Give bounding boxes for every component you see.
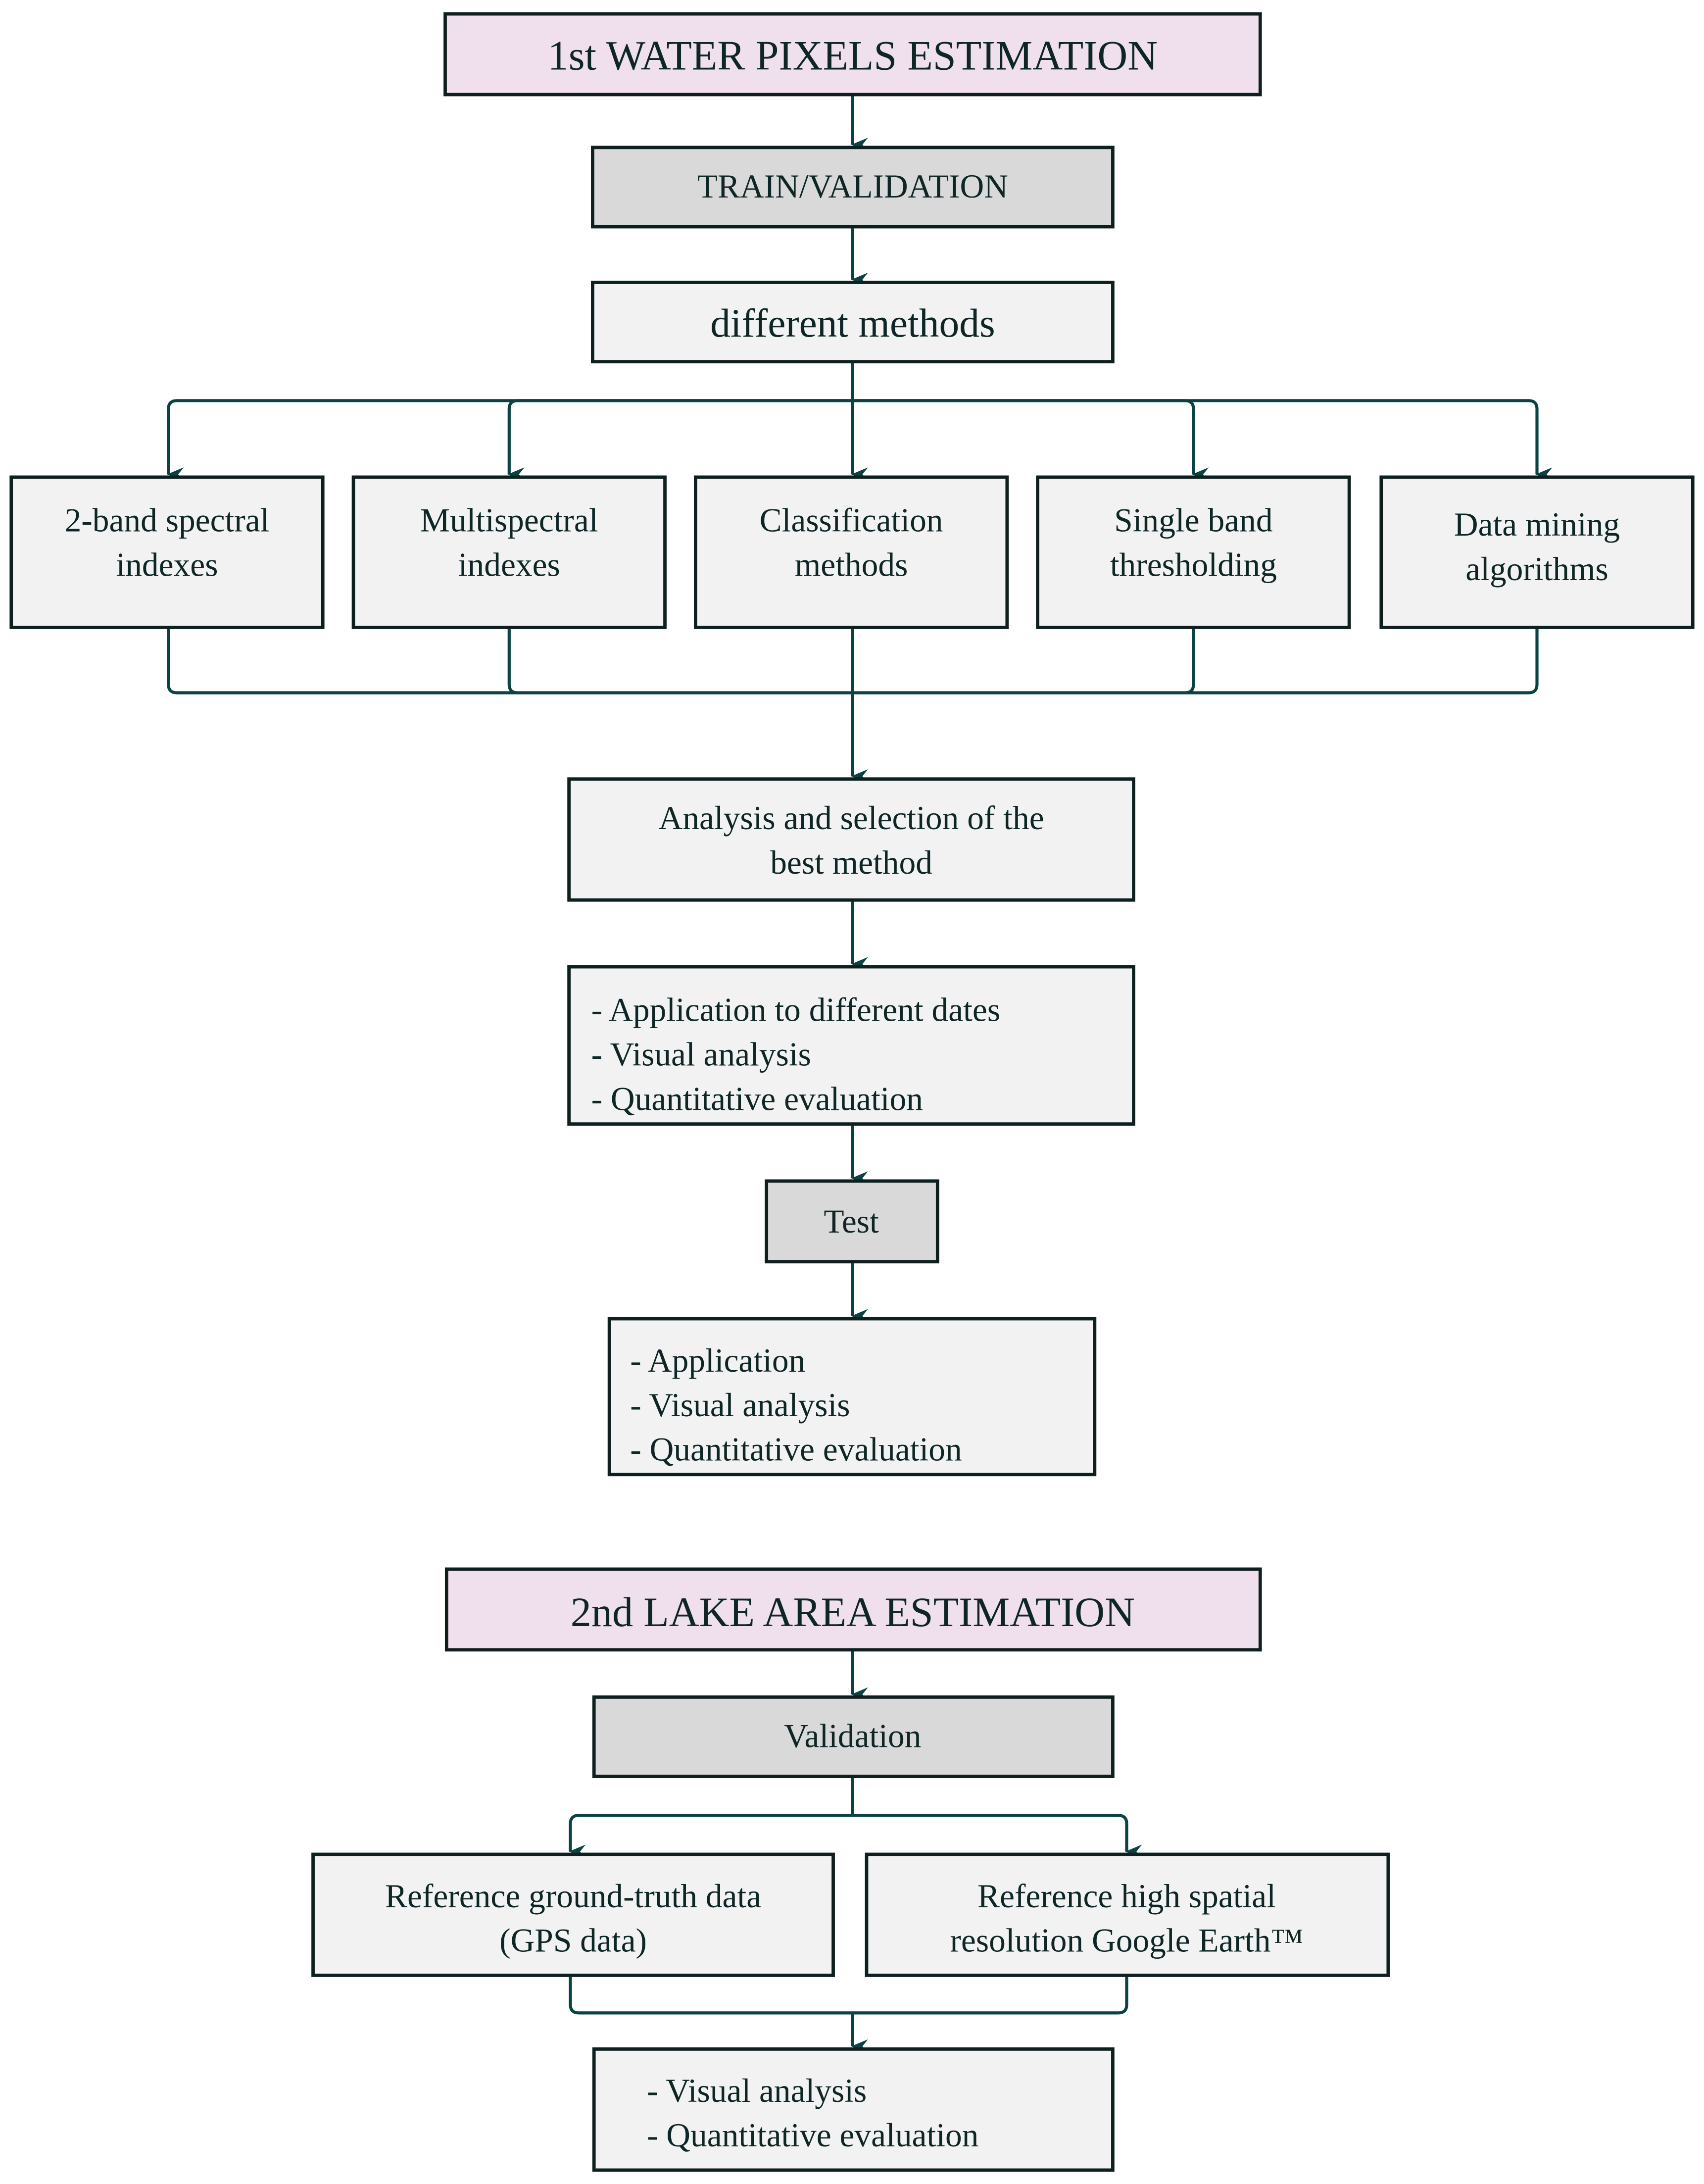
split-arrow-right xyxy=(852,1814,1142,1859)
test-result-box: - Application- Visual analysis- Quantita… xyxy=(607,1317,1097,1477)
branch-arrow-5 xyxy=(852,399,1553,482)
merge-lines xyxy=(167,627,1539,695)
result-list: - Visual analysis- Quantitative evaluati… xyxy=(647,2072,978,2154)
reference-box-1: Reference ground-truth data(GPS data) xyxy=(311,1852,835,1977)
train-validation-box: TRAIN/VALIDATION xyxy=(591,146,1115,229)
reference-label: Reference ground-truth data(GPS data) xyxy=(385,1878,761,1959)
train-validation-label: TRAIN/VALIDATION xyxy=(697,168,1008,205)
validation-label: Validation xyxy=(784,1718,921,1755)
application-list: - Application to different dates- Visual… xyxy=(591,992,1001,1118)
connectors xyxy=(167,95,1553,2053)
result-box: - Visual analysis- Quantitative evaluati… xyxy=(592,2047,1115,2172)
validation-box: Validation xyxy=(592,1695,1115,1778)
test-label: Test xyxy=(824,1203,879,1240)
test-result-list: - Application- Visual analysis- Quantita… xyxy=(630,1342,962,1468)
split-arrows xyxy=(570,1776,854,1852)
merge-lines-2 xyxy=(569,1975,1128,2015)
branch-arrow-4 xyxy=(852,399,1209,482)
application-box: - Application to different dates- Visual… xyxy=(567,965,1135,1126)
test-box: Test xyxy=(765,1179,939,1264)
stage2-title: 2nd LAKE AREA ESTIMATION xyxy=(571,1589,1135,1636)
branch-arrow-1 xyxy=(167,399,853,482)
stage1-title: 1st WATER PIXELS ESTIMATION xyxy=(548,33,1158,79)
different-methods-box: different methods xyxy=(591,281,1115,364)
branch-arrow-2 xyxy=(507,399,853,482)
stage2-title-box: 2nd LAKE AREA ESTIMATION xyxy=(444,1567,1262,1652)
stage1-title-box: 1st WATER PIXELS ESTIMATION xyxy=(443,12,1262,97)
different-methods-label: different methods xyxy=(710,300,995,346)
